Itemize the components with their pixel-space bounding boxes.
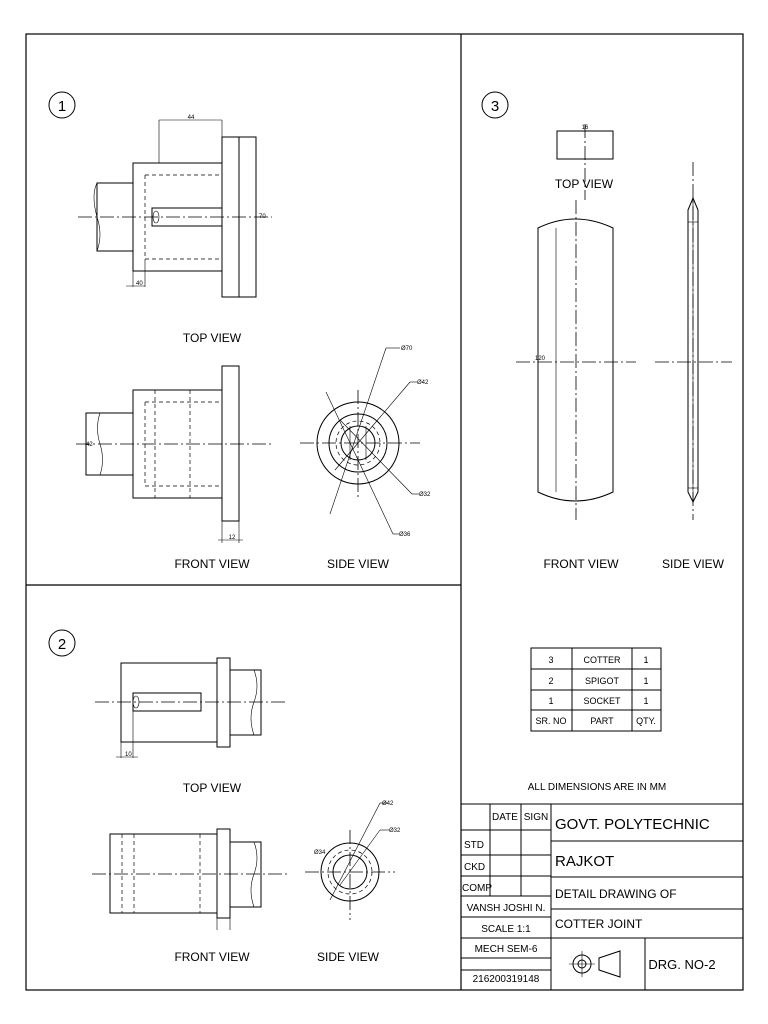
parts-row-1-srno: 3	[548, 655, 553, 665]
title-student-name: VANSH JOSHI N.	[467, 903, 546, 914]
parts-row-2-qty: 1	[643, 676, 648, 686]
parts-header-part: PART	[590, 716, 614, 726]
panel-1-front-view: 12 42	[76, 365, 272, 543]
panel-1-side-view: Ø70 Ø42 Ø32 Ø36	[300, 346, 431, 538]
dim-p1-side-d32: Ø32	[419, 492, 431, 498]
dim-p1-front-dia: 42	[86, 442, 93, 448]
panel-2-number-circle	[48, 629, 76, 657]
dim-p1-side-d70: Ø70	[401, 346, 413, 352]
panel-1-top-view: 44 70 40	[78, 115, 272, 298]
title-course: MECH SEM-6	[475, 944, 538, 955]
parts-row-1-part: COTTER	[584, 655, 621, 665]
parts-row-2-part: SPIGOT	[585, 676, 620, 686]
panel-3-top-view: 16	[556, 124, 614, 200]
panel-1: 1 44 70 40 TOP	[48, 91, 431, 571]
dim-p1-top-height: 70	[259, 214, 266, 220]
panel-1-number-circle	[48, 91, 76, 119]
panel-2-side-view: Ø42 Ø32 Ø34	[305, 801, 401, 920]
title-std: STD	[464, 840, 484, 851]
panel-3-front-view-label: FRONT VIEW	[543, 557, 619, 571]
parts-row-3-srno: 1	[548, 696, 553, 706]
dim-p2-top-bottom: 10	[125, 752, 132, 758]
title-sign-label: SIGN	[524, 812, 548, 823]
panel-2-front-view	[92, 828, 288, 930]
panel-2-front-view-label: FRONT VIEW	[174, 950, 250, 964]
title-drawing-line2: COTTER JOINT	[555, 917, 643, 931]
panel-2-side-view-label: SIDE VIEW	[317, 950, 380, 964]
title-ckd: CKD	[464, 862, 485, 873]
projection-symbol-icon	[569, 950, 621, 978]
parts-table: 3 COTTER 1 2 SPIGOT 1 1 SOCKET 1 SR. NO …	[530, 647, 662, 732]
title-comp: COMP	[462, 883, 492, 894]
dim-p1-front-bottom: 12	[229, 535, 236, 541]
title-scale: SCALE 1:1	[481, 924, 531, 935]
parts-header-srno: SR. NO	[535, 716, 566, 726]
panel-2-top-view-label: TOP VIEW	[183, 781, 242, 795]
dim-p2-side-d32: Ø32	[389, 828, 401, 834]
panel-2-number: 2	[58, 636, 66, 653]
parts-row-2-srno: 2	[548, 676, 553, 686]
title-block: DATE SIGN STD CKD COMP VANSH JOSHI N. SC…	[461, 803, 743, 990]
dim-p1-side-d42: Ø42	[417, 380, 429, 386]
sheet-border	[25, 33, 744, 991]
dim-p2-side-d42: Ø42	[382, 801, 394, 807]
panel-3-number-circle	[481, 91, 509, 119]
title-institute-line2: RAJKOT	[555, 853, 614, 870]
panel-1-number: 1	[58, 98, 66, 115]
title-drawing-line1: DETAIL DRAWING OF	[555, 887, 677, 901]
title-enrollment: 216200319148	[473, 974, 540, 985]
panel-3-side-view-label: SIDE VIEW	[662, 557, 725, 571]
dim-p3-front: 120	[535, 356, 546, 362]
parts-row-3-part: SOCKET	[583, 696, 621, 706]
dim-p1-top-width: 44	[188, 115, 195, 121]
panel-1-side-view-label: SIDE VIEW	[327, 557, 390, 571]
dim-p1-side-d36: Ø36	[399, 532, 411, 538]
panel-2-top-view: 10	[95, 657, 288, 758]
panel-3: 3 16 TOP VIEW 120 FRONT VIEW SIDE VIE	[481, 91, 732, 571]
panel-3-front-view: 120	[516, 200, 636, 520]
panel-2: 2 10 TOP VIEW	[48, 629, 401, 964]
panel-1-front-view-label: FRONT VIEW	[174, 557, 250, 571]
title-drawing-number: DRG. NO-2	[648, 957, 715, 972]
dim-p1-top-bottom: 40	[136, 281, 143, 287]
parts-row-3-qty: 1	[643, 696, 648, 706]
dim-p2-side-d34: Ø34	[314, 850, 326, 856]
panel-1-top-view-label: TOP VIEW	[183, 331, 242, 345]
dimension-note: ALL DIMENSIONS ARE IN MM	[528, 782, 667, 793]
panel-3-number: 3	[491, 98, 499, 115]
title-institute-line1: GOVT. POLYTECHNIC	[555, 816, 710, 833]
title-date-label: DATE	[492, 812, 518, 823]
panel-3-side-view	[655, 162, 732, 520]
panel-3-top-view-label: TOP VIEW	[555, 177, 614, 191]
parts-header-qty: QTY.	[636, 716, 656, 726]
parts-row-1-qty: 1	[643, 655, 648, 665]
